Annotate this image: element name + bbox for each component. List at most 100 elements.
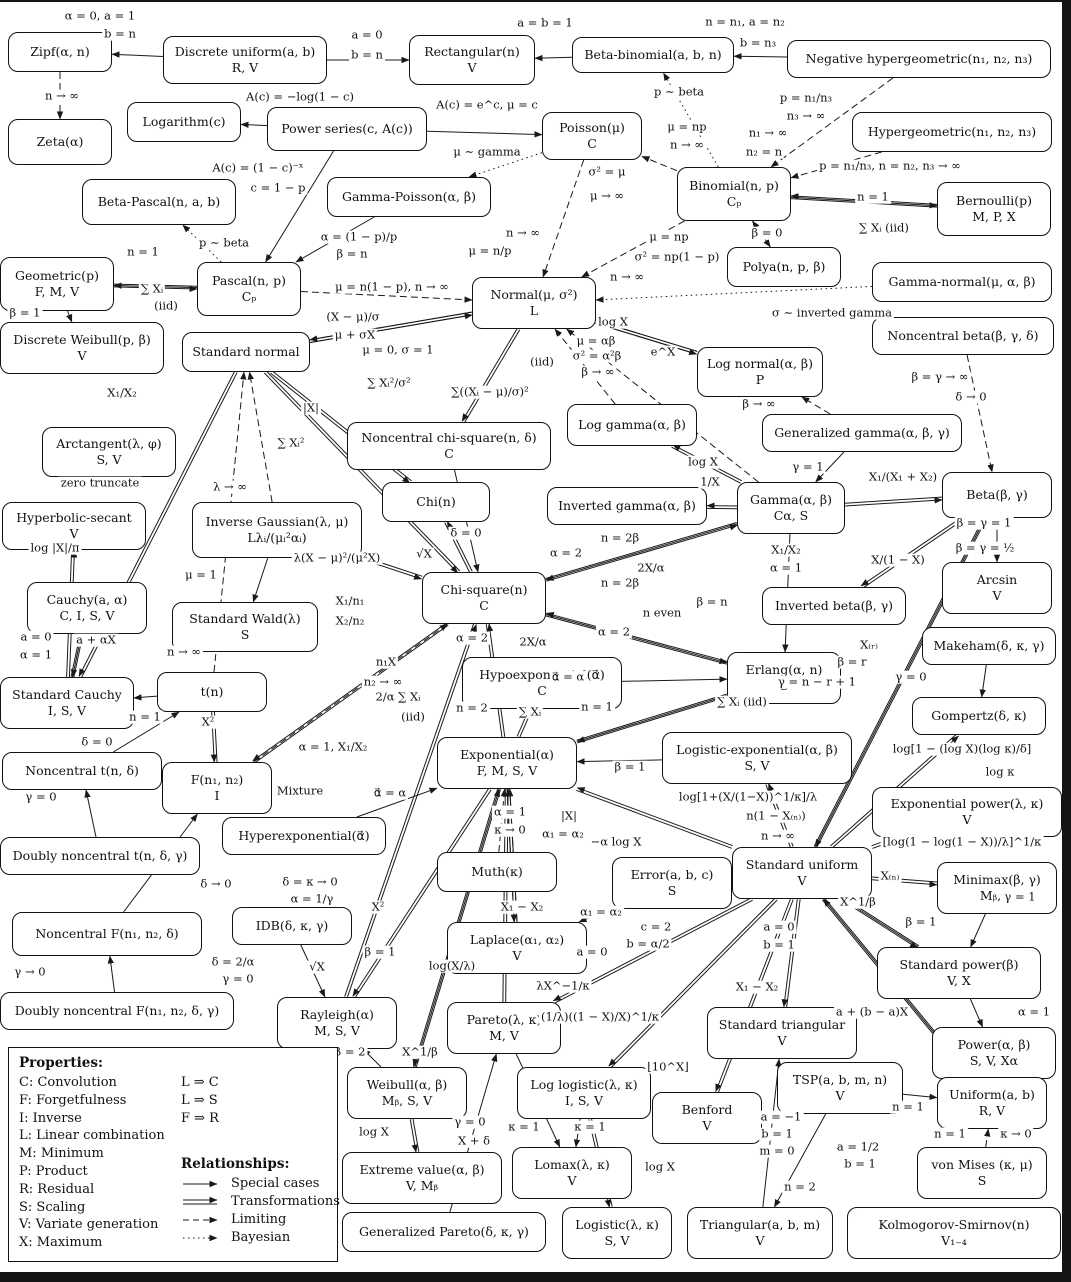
distribution-name: Standard triangular: [718, 1016, 846, 1032]
node-laplace: Laplace(α₁, α₂)V: [447, 922, 587, 974]
edge-label: p ∼ beta: [652, 84, 706, 99]
node-hypergeometric: Hypergeometric(n₁, n₂, n₃): [852, 112, 1052, 152]
edge-label: β = n: [694, 594, 730, 609]
edge-label: μ ∼ gamma: [451, 144, 523, 159]
distribution-name: Standard Wald(λ): [189, 610, 301, 626]
distribution-properties: V₁₋₄: [941, 1233, 967, 1248]
node-arctangent: Arctangent(λ, φ)S, V: [42, 427, 176, 477]
edge-label: κ = 1: [572, 1119, 608, 1134]
edge-label: log X: [357, 1124, 391, 1139]
edge-label: n₂ = n: [743, 144, 785, 159]
edge-label: n = 2: [454, 700, 490, 715]
edge-exponential-to-rayleigh: [352, 787, 490, 997]
legend-relationships-title: Relationships:: [181, 1156, 290, 1173]
edge-standard-normal-to-chi-square: [263, 372, 459, 574]
node-noncentral-f: Noncentral F(n₁, n₂, δ): [12, 912, 202, 956]
distribution-name: Logistic(λ, κ): [575, 1216, 659, 1232]
edge-label: β = 0: [749, 225, 785, 240]
distribution-name: Log logistic(λ, κ): [530, 1076, 638, 1092]
node-chi: Chi(n): [382, 482, 490, 522]
distribution-name: Noncentral F(n₁, n₂, δ): [35, 925, 179, 941]
edge-label: a = 0: [574, 944, 610, 959]
node-idb: IDB(δ, κ, γ): [232, 907, 352, 945]
edge-inverse-gaussian-to-standard-wald: [252, 557, 269, 603]
distribution-name: TSP(a, b, m, n): [792, 1071, 888, 1087]
node-rayleigh: Rayleigh(α)M, S, V: [277, 997, 397, 1049]
edge-label: α = 0, a = 1: [62, 8, 138, 23]
edge-chi-square-to-gamma: [546, 524, 738, 582]
distribution-properties: S, V: [744, 758, 770, 773]
node-hyperexponential: Hyperexponential(α⃗): [222, 817, 386, 855]
edge-inverse-gaussian-to-standard-normal: [247, 371, 273, 503]
distribution-name: IDB(δ, κ, γ): [255, 917, 329, 933]
edge-label: n = 2: [782, 1179, 818, 1194]
edge-label: δ → 0: [198, 876, 234, 891]
node-discrete-uniform: Discrete uniform(a, b)R, V: [163, 36, 327, 84]
edge-label: 2X/α: [635, 560, 667, 575]
distribution-name: Beta-Pascal(n, a, b): [97, 193, 221, 209]
edge-label: δ = κ → 0: [280, 874, 340, 889]
distribution-name: Generalized Pareto(δ, κ, γ): [359, 1223, 529, 1239]
edge-label: μ = 0, σ = 1: [360, 342, 436, 357]
distribution-name: Power series(c, A(c)): [281, 120, 413, 136]
edge-label: σ² = μ: [586, 164, 628, 179]
edge-beta-binomial-to-rectangular: [534, 54, 573, 62]
edge-standard-uniform-to-log-logistic: [610, 899, 778, 1069]
distribution-name: Arctangent(λ, φ): [56, 435, 162, 451]
edge-label: p = n₁/n₃: [777, 90, 835, 105]
edge-label: (1/λ)((1 − X)/X)^1/κ: [539, 1009, 661, 1024]
edge-doubly-noncentral-t-to-noncentral-t: [84, 789, 97, 838]
edge-label: −α log X: [588, 834, 644, 849]
edge-doubly-noncentral-f-to-noncentral-f: [107, 955, 116, 993]
edge-label: n = 1: [932, 1126, 968, 1141]
node-gompertz: Gompertz(δ, κ): [912, 697, 1046, 735]
distribution-name: Error(a, b, c): [630, 866, 714, 882]
edge-label: √X: [307, 959, 327, 974]
node-logarithm: Logarithm(c): [127, 102, 241, 142]
distribution-name: Negative hypergeometric(n₁, n₂, n₃): [805, 50, 1033, 66]
edge-label: ∑ Xᵢ (iid): [857, 220, 911, 235]
edge-label: n → ∞: [165, 644, 203, 659]
node-gamma: Gamma(α, β)Cα, S: [737, 482, 845, 534]
edge-label: α = 2: [453, 630, 491, 645]
edge-label: ⌊10^X⌋: [645, 1059, 691, 1074]
distribution-properties: S, V: [604, 1233, 630, 1248]
distribution-name: Lomax(λ, κ): [534, 1156, 610, 1172]
node-poisson: Poisson(μ)C: [542, 112, 642, 160]
edge-label: γ → 0: [12, 964, 48, 979]
distribution-name: Standard normal: [192, 343, 300, 359]
edge-muth-to-exponential: [498, 788, 508, 853]
node-weibull: Weibull(α, β)Mᵦ, S, V: [347, 1067, 467, 1119]
node-inverse-gaussian: Inverse Gaussian(λ, μ)Lλᵢ/(μᵢ²αᵢ): [192, 502, 362, 558]
edge-label: μ = np: [647, 229, 691, 244]
distribution-name: Hyperbolic-secant: [16, 509, 132, 525]
distribution-name: Noncentral beta(β, γ, δ): [887, 327, 1039, 343]
node-noncentral-beta: Noncentral beta(β, γ, δ): [872, 317, 1054, 355]
distribution-name: Makeham(δ, κ, γ): [933, 637, 1045, 653]
distribution-properties: V, Mᵦ: [405, 1178, 439, 1193]
distribution-properties: V: [755, 1233, 765, 1248]
edge-label: γ = 0: [893, 669, 929, 684]
edge-label: κ → 0: [998, 1126, 1034, 1141]
edge-label: X²: [369, 899, 387, 914]
edge-label: X₍ᵣ₎: [858, 637, 880, 652]
node-log-gamma: Log gamma(α, β): [567, 404, 697, 446]
edge-label: n → ∞: [668, 137, 706, 152]
edge-makeham-to-gompertz: [979, 664, 987, 698]
node-f: F(n₁, n₂)I: [162, 762, 272, 814]
edge-label: n = 1: [890, 1099, 926, 1114]
edge-erlang-to-chi-square: [545, 615, 727, 665]
node-log-logistic: Log logistic(λ, κ)I, S, V: [517, 1067, 651, 1119]
edge-t-to-standard-cauchy: [133, 694, 158, 701]
edge-gamma-to-beta: [845, 497, 943, 507]
edge-tsp-to-uniform: [902, 1093, 938, 1101]
distribution-name: Gamma(α, β): [750, 491, 832, 507]
legend-relationship-label: Special cases: [231, 1176, 320, 1192]
edge-label: β = 2: [332, 1044, 368, 1059]
edge-label: n = n₁, a = n₂: [703, 14, 787, 29]
edge-standard-uniform-to-log-logistic: [608, 897, 776, 1067]
node-muth: Muth(κ): [437, 852, 557, 892]
legend-relationship-label: Transformations: [231, 1194, 340, 1210]
